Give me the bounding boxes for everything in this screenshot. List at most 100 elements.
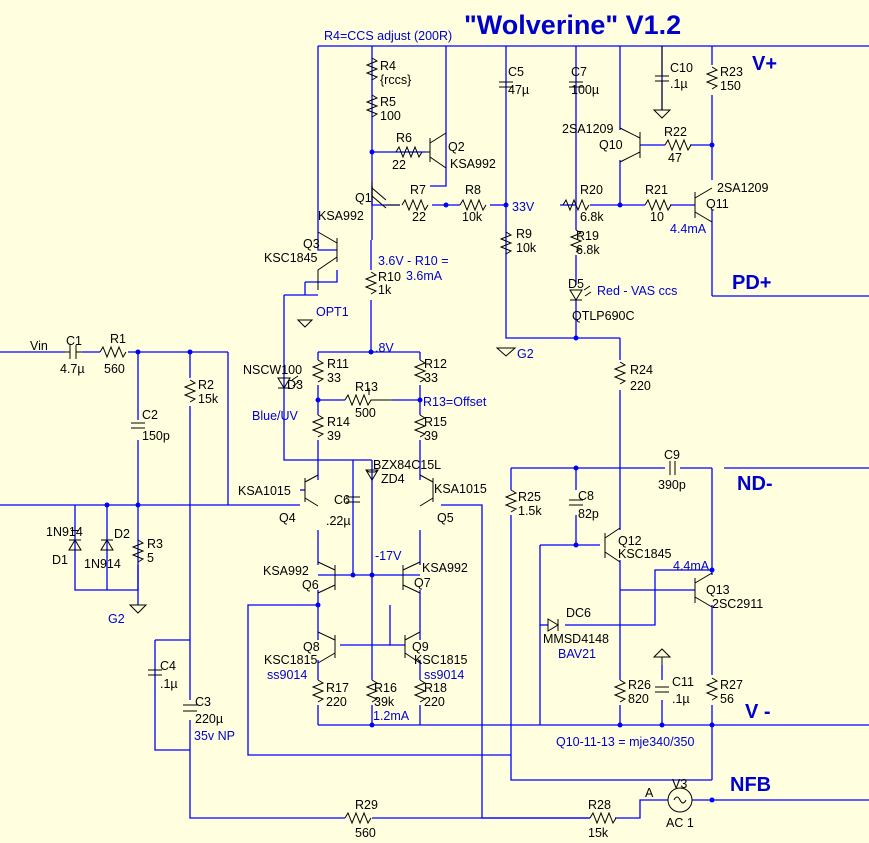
val-q2: KSA992 xyxy=(450,157,496,171)
d3-symbol xyxy=(277,375,300,389)
val-q3: KSC1845 xyxy=(264,251,318,265)
ref-q12: Q12 xyxy=(618,534,642,548)
junctions xyxy=(104,142,715,803)
ground-g2-center-icon xyxy=(495,347,517,357)
ref-q6: Q6 xyxy=(302,578,319,592)
d1-polarity-icon xyxy=(71,530,79,531)
ref-r11: R11 xyxy=(327,357,349,371)
val-r26: 820 xyxy=(628,692,649,706)
d1-symbol xyxy=(68,539,82,551)
note-33v: 33V xyxy=(512,200,535,214)
diodes xyxy=(68,285,592,632)
val-r24: 220 xyxy=(630,379,651,393)
r1-symbol xyxy=(99,345,127,359)
ref-r27: R27 xyxy=(720,678,743,692)
r25-symbol xyxy=(504,489,518,513)
ref-c11: C11 xyxy=(672,675,694,689)
r26-symbol xyxy=(613,679,627,703)
r20-symbol xyxy=(562,198,590,212)
note-vas: Red - VAS ccs xyxy=(597,284,677,298)
c4-symbol xyxy=(148,669,162,676)
val-c6: .22µ xyxy=(326,514,351,528)
r21-symbol xyxy=(644,198,672,212)
r9-symbol xyxy=(499,231,513,255)
ref-q8: Q8 xyxy=(303,640,320,654)
r2-symbol xyxy=(183,379,197,403)
rail-nfb: NFB xyxy=(730,774,771,796)
ref-c6: C6 xyxy=(334,493,350,507)
val-r22: 47 xyxy=(668,151,682,165)
r16-symbol xyxy=(365,679,379,703)
d2-symbol xyxy=(100,539,114,551)
note-44ma-top: 4.4mA xyxy=(670,222,707,236)
wires xyxy=(0,45,869,819)
q5-symbol xyxy=(419,474,434,507)
r5-symbol xyxy=(365,94,379,118)
ref-r19: R19 xyxy=(576,229,599,243)
ref-r6: R6 xyxy=(396,131,412,145)
ref-q7: Q7 xyxy=(414,576,431,590)
c11-symbol xyxy=(655,686,669,693)
val-r27: 56 xyxy=(720,692,734,706)
dc6-symbol xyxy=(547,618,559,632)
note-44ma-bottom: 4.4mA xyxy=(673,559,710,573)
r17-symbol xyxy=(311,679,325,703)
r23-symbol xyxy=(705,66,719,90)
note-mje: Q10-11-13 = mje340/350 xyxy=(556,735,694,749)
r29-symbol xyxy=(344,811,372,825)
label-node-a: A xyxy=(645,786,654,800)
val-r16: 39k xyxy=(374,695,395,709)
val-c3: 220µ xyxy=(195,712,223,726)
ref-d1: D1 xyxy=(52,553,68,567)
val-q12: KSC1845 xyxy=(618,547,672,561)
ref-r21: R21 xyxy=(645,183,668,197)
q2-symbol xyxy=(426,132,447,169)
labels: "Wolverine" V1.2 R4=CCS adjust (200R) V+… xyxy=(30,10,777,840)
ref-q1: Q1 xyxy=(355,191,372,205)
ref-r4: R4 xyxy=(380,59,396,73)
ref-r1: R1 xyxy=(110,332,126,346)
val-r12: 33 xyxy=(424,371,438,385)
val-q6: KSA992 xyxy=(263,564,309,578)
r14-symbol xyxy=(311,414,325,438)
ref-r25: R25 xyxy=(518,490,541,504)
val-q10: 2SA1209 xyxy=(562,122,613,136)
ref-r23: R23 xyxy=(720,65,743,79)
r13-symbol xyxy=(344,393,392,407)
val-r19: 6.8k xyxy=(576,243,600,257)
note-17v: -17V xyxy=(375,549,402,563)
ref-q10: Q10 xyxy=(599,138,623,152)
val-r23: 150 xyxy=(720,79,741,93)
note-ss9014-left: ss9014 xyxy=(267,668,307,682)
ref-q5: Q5 xyxy=(437,511,454,525)
val-r9: 10k xyxy=(516,241,537,255)
ref-r22: R22 xyxy=(664,125,687,139)
label-g2-center: G2 xyxy=(517,347,534,361)
q1-symbol xyxy=(371,182,400,209)
note-bav21: BAV21 xyxy=(558,647,596,661)
r19-symbol xyxy=(569,229,583,253)
val-r21: 10 xyxy=(650,210,664,224)
val-c9: 390p xyxy=(658,478,686,492)
ref-c5: C5 xyxy=(508,65,524,79)
val-c10: .1µ xyxy=(670,77,688,91)
ref-dc6: DC6 xyxy=(566,606,591,620)
ref-q11: Q11 xyxy=(706,197,729,211)
val-r3: 5 xyxy=(147,551,154,565)
ground-c11-icon xyxy=(652,648,672,665)
val-q7: KSA992 xyxy=(422,561,468,575)
r18-symbol xyxy=(413,679,427,703)
ref-r15: R15 xyxy=(424,415,447,429)
val-c7: 100µ xyxy=(571,83,599,97)
r4-symbol xyxy=(365,57,379,81)
q7-symbol xyxy=(402,561,421,594)
val-r6: 22 xyxy=(392,158,406,172)
v3-source-symbol xyxy=(667,787,693,813)
c6-symbol xyxy=(346,496,360,503)
val-q1: KSA992 xyxy=(318,209,364,223)
val-c8: 82p xyxy=(578,507,599,521)
val-r15: 39 xyxy=(424,429,438,443)
ground-c10-icon xyxy=(652,109,672,119)
r7-symbol xyxy=(401,198,429,212)
